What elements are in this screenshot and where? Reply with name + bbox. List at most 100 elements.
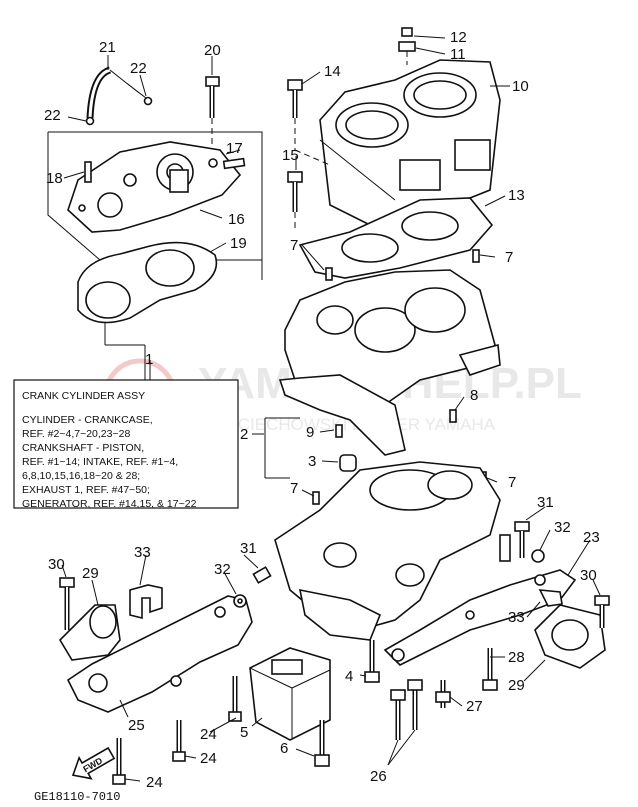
callout-31: 31 [240,540,257,557]
callout-1: 1 [145,351,153,368]
bolt-26-a [390,689,406,701]
info-box-line: GENERATOR, REF. #14,15, & 17~22 [22,498,197,510]
callout-22: 22 [130,60,147,77]
bolt-30-left [59,577,75,588]
info-box-line: EXHAUST 1, REF. #47~50; [22,484,150,496]
callout-7: 7 [505,249,513,266]
callout-24: 24 [200,750,217,767]
callout-12: 12 [450,29,467,46]
info-box-line: CRANKSHAFT - PISTON, [22,442,144,454]
callout-16: 16 [228,211,245,228]
callouts: 1 2 3 4 5 6 7 7 7 7 8 9 10 11 12 13 14 1… [44,29,600,791]
bolt-14 [287,79,303,91]
fwd-arrow-icon: FWD [71,746,116,780]
callout-29: 29 [82,565,99,582]
crankcase-upper [264,249,501,505]
info-box-line: CYLINDER - CRANKCASE, [22,414,153,426]
washer-32-right [531,549,545,563]
callout-3: 3 [308,453,316,470]
bolt-31-right [514,521,530,532]
cover-16 [67,141,242,233]
callout-2: 2 [240,426,248,443]
pin-8 [449,409,457,423]
callout-32: 32 [214,561,231,578]
info-box-title: CRANK CYLINDER ASSY [22,390,145,402]
mount-right-group [383,521,610,740]
callout-5: 5 [240,724,248,741]
callout-32: 32 [554,519,571,536]
callout-29: 29 [508,677,525,694]
watermark-subtitle: WOJCIECHOWSKI DEALER YAMAHA [200,415,496,434]
bolt-30-right [594,595,610,606]
callout-15: 15 [282,147,299,164]
callout-31: 31 [537,494,554,511]
bolt-4 [364,671,380,683]
callout-33: 33 [134,544,151,561]
callout-19: 19 [230,235,247,252]
bolt-15 [287,171,303,183]
pin-7-a [325,267,333,281]
leader-lines [61,35,601,782]
callout-7: 7 [290,480,298,497]
info-box: CRANK CYLINDER ASSY CYLINDER - CRANKCASE… [13,379,239,510]
cover-group [47,66,263,380]
callout-24: 24 [146,774,163,791]
callout-4: 4 [345,668,353,685]
clip-22 [143,96,153,106]
cap-11 [398,41,416,52]
damper-5 [249,647,331,741]
stopper-33-left [129,584,163,620]
bolt-27 [435,691,451,703]
callout-20: 20 [204,42,221,59]
callout-17: 17 [226,140,243,157]
info-box-line: 6,8,10,15,16,18~20 & 28; [22,470,140,482]
stopper-33-right [538,589,563,607]
mount-left-group: FWD [58,566,272,785]
info-box-frame [13,379,239,509]
callout-18: 18 [46,170,63,187]
bolt-6 [314,754,330,767]
callout-30: 30 [48,556,65,573]
bolt-26-b [407,679,423,691]
callout-22: 22 [44,107,61,124]
bolt-28 [482,679,498,691]
callout-7: 7 [290,237,298,254]
crankcase-lower [274,461,511,641]
callout-13: 13 [508,187,525,204]
callout-8: 8 [470,387,478,404]
bracket-25 [66,595,253,713]
info-box-line: REF. #2~4,7~20,23~28 [22,428,130,440]
damper-group [249,640,380,767]
pin-9 [335,424,343,438]
bolt-24-b [172,751,186,762]
bolt-24-a [228,711,242,722]
bolt-31-left [252,566,272,584]
diagram-code: GE18110-7010 [34,790,120,804]
clip-22-b [85,116,95,126]
callout-21: 21 [99,39,116,56]
callout-30: 30 [580,567,597,584]
callout-10: 10 [512,78,529,95]
info-box-line: REF. #1~14; INTAKE, REF. #1~4, [22,456,178,468]
callout-25: 25 [128,717,145,734]
callout-24: 24 [200,726,217,743]
bolt-24-c [112,774,126,785]
callout-28: 28 [508,649,525,666]
bolt-20 [205,76,220,87]
callout-6: 6 [280,740,288,757]
screw-12 [401,27,413,37]
callout-11: 11 [450,46,466,63]
bushing-3 [339,454,357,472]
pin-7-c [312,491,320,505]
callout-14: 14 [324,63,341,80]
bolt-17 [222,157,246,170]
callout-33: 33 [508,609,525,626]
callout-23: 23 [583,529,600,546]
callout-7: 7 [508,474,516,491]
callout-27: 27 [466,698,483,715]
pin-18 [84,161,92,183]
callout-9: 9 [306,424,314,441]
bracket-23 [383,569,577,666]
pin-7-b [472,249,480,263]
